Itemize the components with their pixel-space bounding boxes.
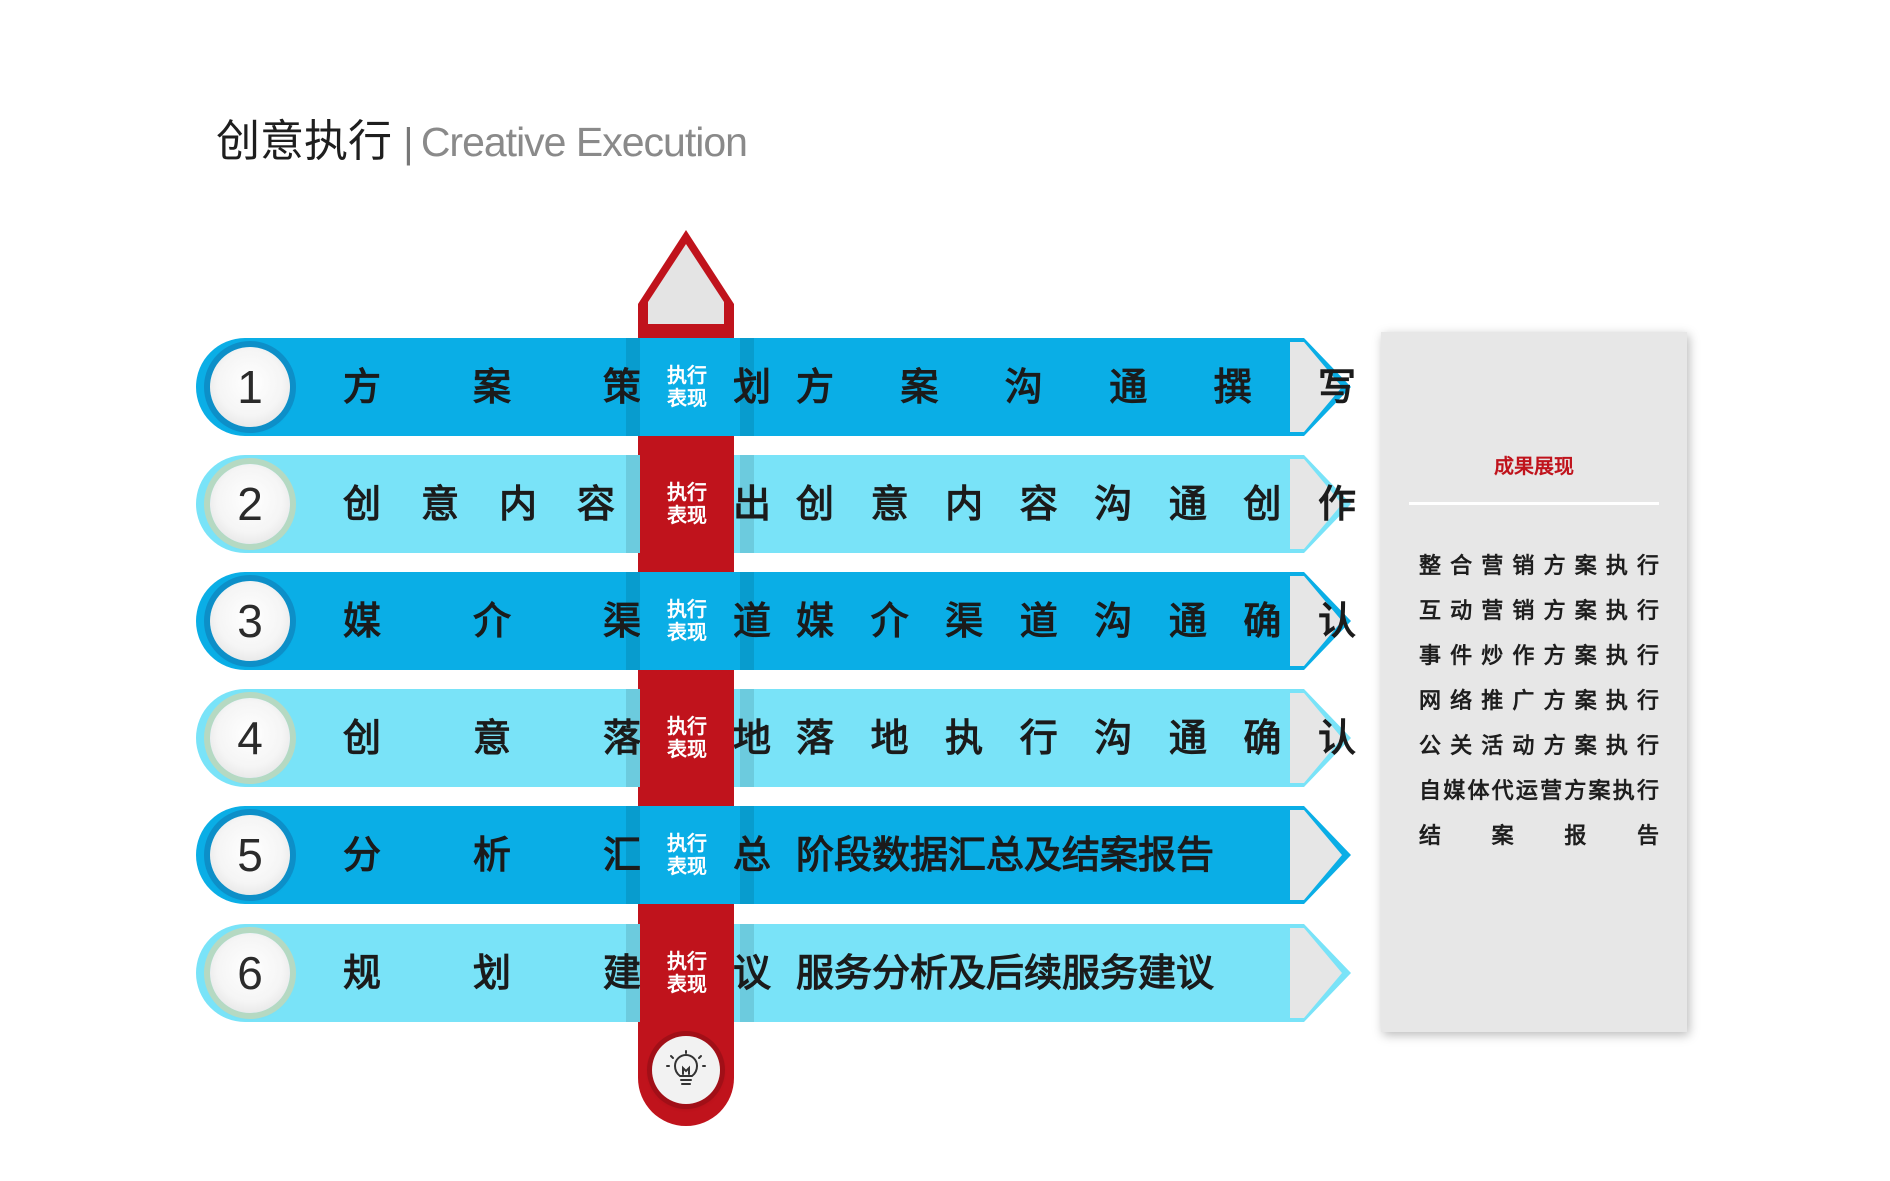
results-panel: 成果展现 整合营销方案执行 互动营销方案执行 事件炒作方案执行 网络推广方案执行… [1381, 332, 1687, 1032]
step-number: 1 [237, 361, 263, 413]
panel-item: 网络推广方案执行 [1419, 689, 1659, 714]
exec-label: 执行表现 [640, 689, 734, 787]
step-number-badge: 4 [210, 698, 290, 778]
lightbulb-badge [652, 1036, 720, 1104]
step-right-label: 落地执行沟通确认 [796, 716, 1356, 760]
arrow-right-icon [1290, 342, 1342, 432]
exec-label-line: 表现 [667, 386, 707, 410]
arrow-right-icon [1290, 459, 1342, 549]
step-number: 2 [237, 478, 263, 530]
page-title: 创意执行|Creative Execution [216, 112, 748, 172]
step-right-label: 创意内容沟通创作 [796, 482, 1356, 526]
exec-label: 执行表现 [640, 806, 734, 904]
panel-item: 整合营销方案执行 [1419, 554, 1659, 579]
arrow-right-icon [1290, 928, 1342, 1018]
panel-item: 公关活动方案执行 [1419, 734, 1659, 759]
arrow-right-icon [1290, 576, 1342, 666]
exec-label-line: 表现 [667, 854, 707, 878]
step-right-label: 媒介渠道沟通确认 [796, 599, 1356, 643]
panel-item: 自媒体代运营方案执行 [1419, 779, 1659, 804]
panel-item: 互动营销方案执行 [1419, 599, 1659, 624]
step-band-shape [196, 689, 1351, 787]
step-number: 3 [237, 595, 263, 647]
panel-title: 成果展现 [1494, 454, 1574, 478]
step-number-badge: 5 [210, 815, 290, 895]
exec-label: 执行表现 [640, 924, 734, 1022]
title-en: Creative Execution [420, 119, 748, 165]
exec-label-line: 表现 [667, 737, 707, 761]
exec-label: 执行表现 [640, 572, 734, 670]
panel-divider [1409, 502, 1659, 505]
step-right-label: 阶段数据汇总及结案报告 [796, 833, 1215, 877]
step-band-shape [196, 572, 1351, 670]
step-number-badge: 1 [210, 347, 290, 427]
title-cn: 创意执行 [216, 116, 392, 167]
step-right-label: 方案沟通撰写 [796, 365, 1356, 409]
step-band-shape [196, 455, 1351, 553]
exec-label-line: 表现 [667, 503, 707, 527]
step-band-shape [196, 924, 1351, 1022]
step-band-shape [196, 338, 1351, 436]
step-number: 4 [237, 712, 263, 764]
step-number-badge: 6 [210, 933, 290, 1013]
title-separator: | [402, 121, 415, 165]
panel-item: 结案报告 [1419, 824, 1659, 849]
exec-label-line: 执行 [667, 949, 707, 973]
panel-list: 整合营销方案执行 互动营销方案执行 事件炒作方案执行 网络推广方案执行 公关活动… [1419, 544, 1659, 859]
lightbulb-icon [666, 1050, 706, 1085]
exec-label-line: 执行 [667, 831, 707, 855]
exec-label: 执行表现 [640, 455, 734, 553]
step-number: 5 [237, 829, 263, 881]
exec-label-line: 执行 [667, 597, 707, 621]
exec-label-line: 执行 [667, 714, 707, 738]
exec-label: 执行表现 [640, 338, 734, 436]
step-number-badge: 3 [210, 581, 290, 661]
exec-label-line: 表现 [667, 620, 707, 644]
arrow-right-icon [1290, 693, 1342, 783]
panel-item: 事件炒作方案执行 [1419, 644, 1659, 669]
step-right-label: 服务分析及后续服务建议 [796, 951, 1215, 995]
arrow-right-icon [1290, 810, 1342, 900]
step-band-shape [196, 806, 1351, 904]
step-number-badge: 2 [210, 464, 290, 544]
arrow-up-icon [648, 244, 724, 324]
exec-label-line: 表现 [667, 972, 707, 996]
exec-label-line: 执行 [667, 480, 707, 504]
exec-label-line: 执行 [667, 363, 707, 387]
step-number: 6 [237, 947, 263, 999]
